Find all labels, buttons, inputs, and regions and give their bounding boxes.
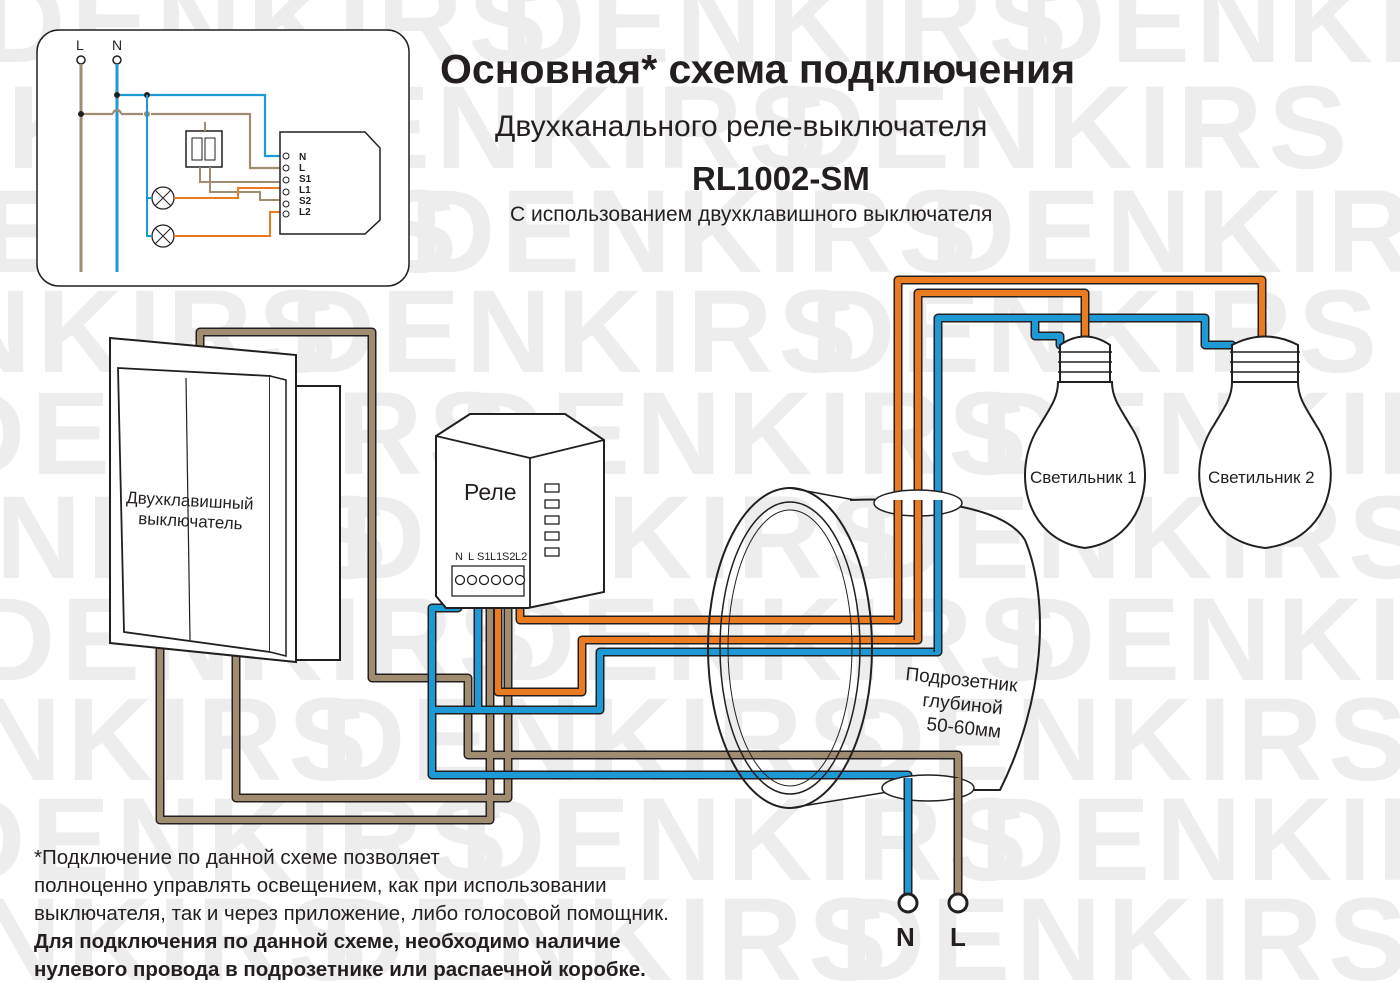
note-bold-line-1: Для подключения по данной схеме, необход… [34,930,621,953]
svg-text:DENKIRS: DENKIRS [410,166,983,298]
svg-text:DENKIRS: DENKIRS [980,774,1400,906]
svg-text:N: N [455,551,463,563]
svg-text:DENKIRS: DENKIRS [840,874,1400,983]
usage-caption: С использованием двухклавишного выключат… [510,203,993,226]
lamp-2-label: Светильник 2 [1208,468,1315,487]
double-switch: Двухклавишный выключатель [109,336,341,664]
svg-text:DENKIRS: DENKIRS [290,266,863,398]
lamp-1-label: Светильник 1 [1030,468,1137,487]
note-line-3: выключателя, так и через приложение, либ… [34,902,669,925]
svg-text:L: L [299,163,305,174]
svg-text:L2: L2 [515,551,527,563]
note-line-1: *Подключение по данной схеме позволяет [34,846,440,869]
note-line-2: полноценно управлять освещением, как при… [34,874,607,897]
svg-text:DENKIRS: DENKIRS [780,62,1353,194]
svg-text:DENKIRS: DENKIRS [320,874,893,983]
svg-text:L: L [468,551,474,563]
svg-text:S2: S2 [502,551,515,563]
svg-text:L1: L1 [490,551,502,563]
mini-label-l: L [76,37,84,53]
relay-label: Реле [464,479,517,505]
page-title: Основная* схема подключения [440,46,1076,92]
svg-text:DENKIRS: DENKIRS [1010,574,1400,706]
page-subtitle: Двухканального реле-выключателя [495,110,988,143]
svg-text:DENKIRS: DENKIRS [500,0,1073,88]
note-bold-line-2: нулевого провода в подрозетнике или расп… [34,958,646,981]
lamp-1: Светильник 1 [1024,335,1146,550]
mini-schematic: L N N [36,29,410,287]
svg-text:N: N [299,152,306,163]
mains-terminals [897,892,969,914]
svg-text:S2: S2 [299,196,312,207]
svg-text:DENKIRS: DENKIRS [1020,0,1400,88]
svg-text:DENKIRS: DENKIRS [0,874,373,983]
svg-text:L2: L2 [299,207,311,218]
terminal-l-label: L [950,922,966,952]
svg-text:S1: S1 [477,551,490,563]
model-name: RL1002-SM [692,160,870,197]
svg-text:S1: S1 [299,174,312,185]
terminal-n-label: N [896,922,915,952]
wires [155,275,1267,900]
relay-module: Реле N L S1 L1 S2 L2 [435,413,605,609]
mini-label-n: N [112,37,122,53]
svg-text:DENKIRS: DENKIRS [0,674,373,806]
lamp-2: Светильник 2 [1198,335,1332,550]
svg-text:L1: L1 [299,185,311,196]
